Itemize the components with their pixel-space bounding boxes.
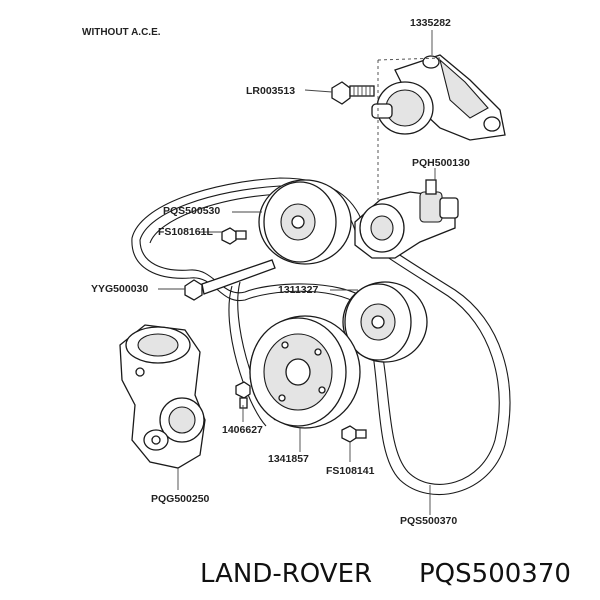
label-tensioner-pulley: PQH500130 (412, 157, 470, 169)
upper-pulley (342, 281, 428, 363)
small-bolt-left (235, 381, 251, 409)
label-tensioner-bracket: 1335282 (410, 17, 451, 29)
label-crank-pulley: 1341857 (268, 453, 309, 465)
label-upper-pulley: 1311327 (278, 284, 318, 296)
bolt-right (341, 425, 367, 443)
label-long-bolt: YYG500030 (91, 283, 148, 295)
label-idler-pulley: PQS500530 (163, 205, 220, 217)
label-alternator: PQG500250 (151, 493, 210, 505)
label-idler-bolt: FS108161L (158, 226, 213, 238)
label-drive-belt: PQS500370 (400, 515, 457, 527)
label-bracket-bolt: LR003513 (246, 85, 295, 97)
leader-lines (158, 30, 441, 515)
label-small-bolt-left: 1406627 (222, 424, 263, 436)
label-bolt-right: FS108141 (326, 465, 375, 477)
tensioner-bracket (371, 54, 506, 141)
footer-part-number: PQS500370 (419, 559, 571, 589)
long-bolt (184, 259, 276, 301)
idler-bolt (221, 227, 247, 245)
crank-pulley (249, 315, 361, 429)
diagram-header: WITHOUT A.C.E. (82, 27, 161, 38)
tensioner-pulley (354, 179, 459, 259)
alternator-tensioner (119, 324, 206, 469)
idler-pulley (258, 179, 352, 265)
bracket-bolt (331, 81, 375, 105)
footer-brand: LAND-ROVER (200, 559, 372, 589)
